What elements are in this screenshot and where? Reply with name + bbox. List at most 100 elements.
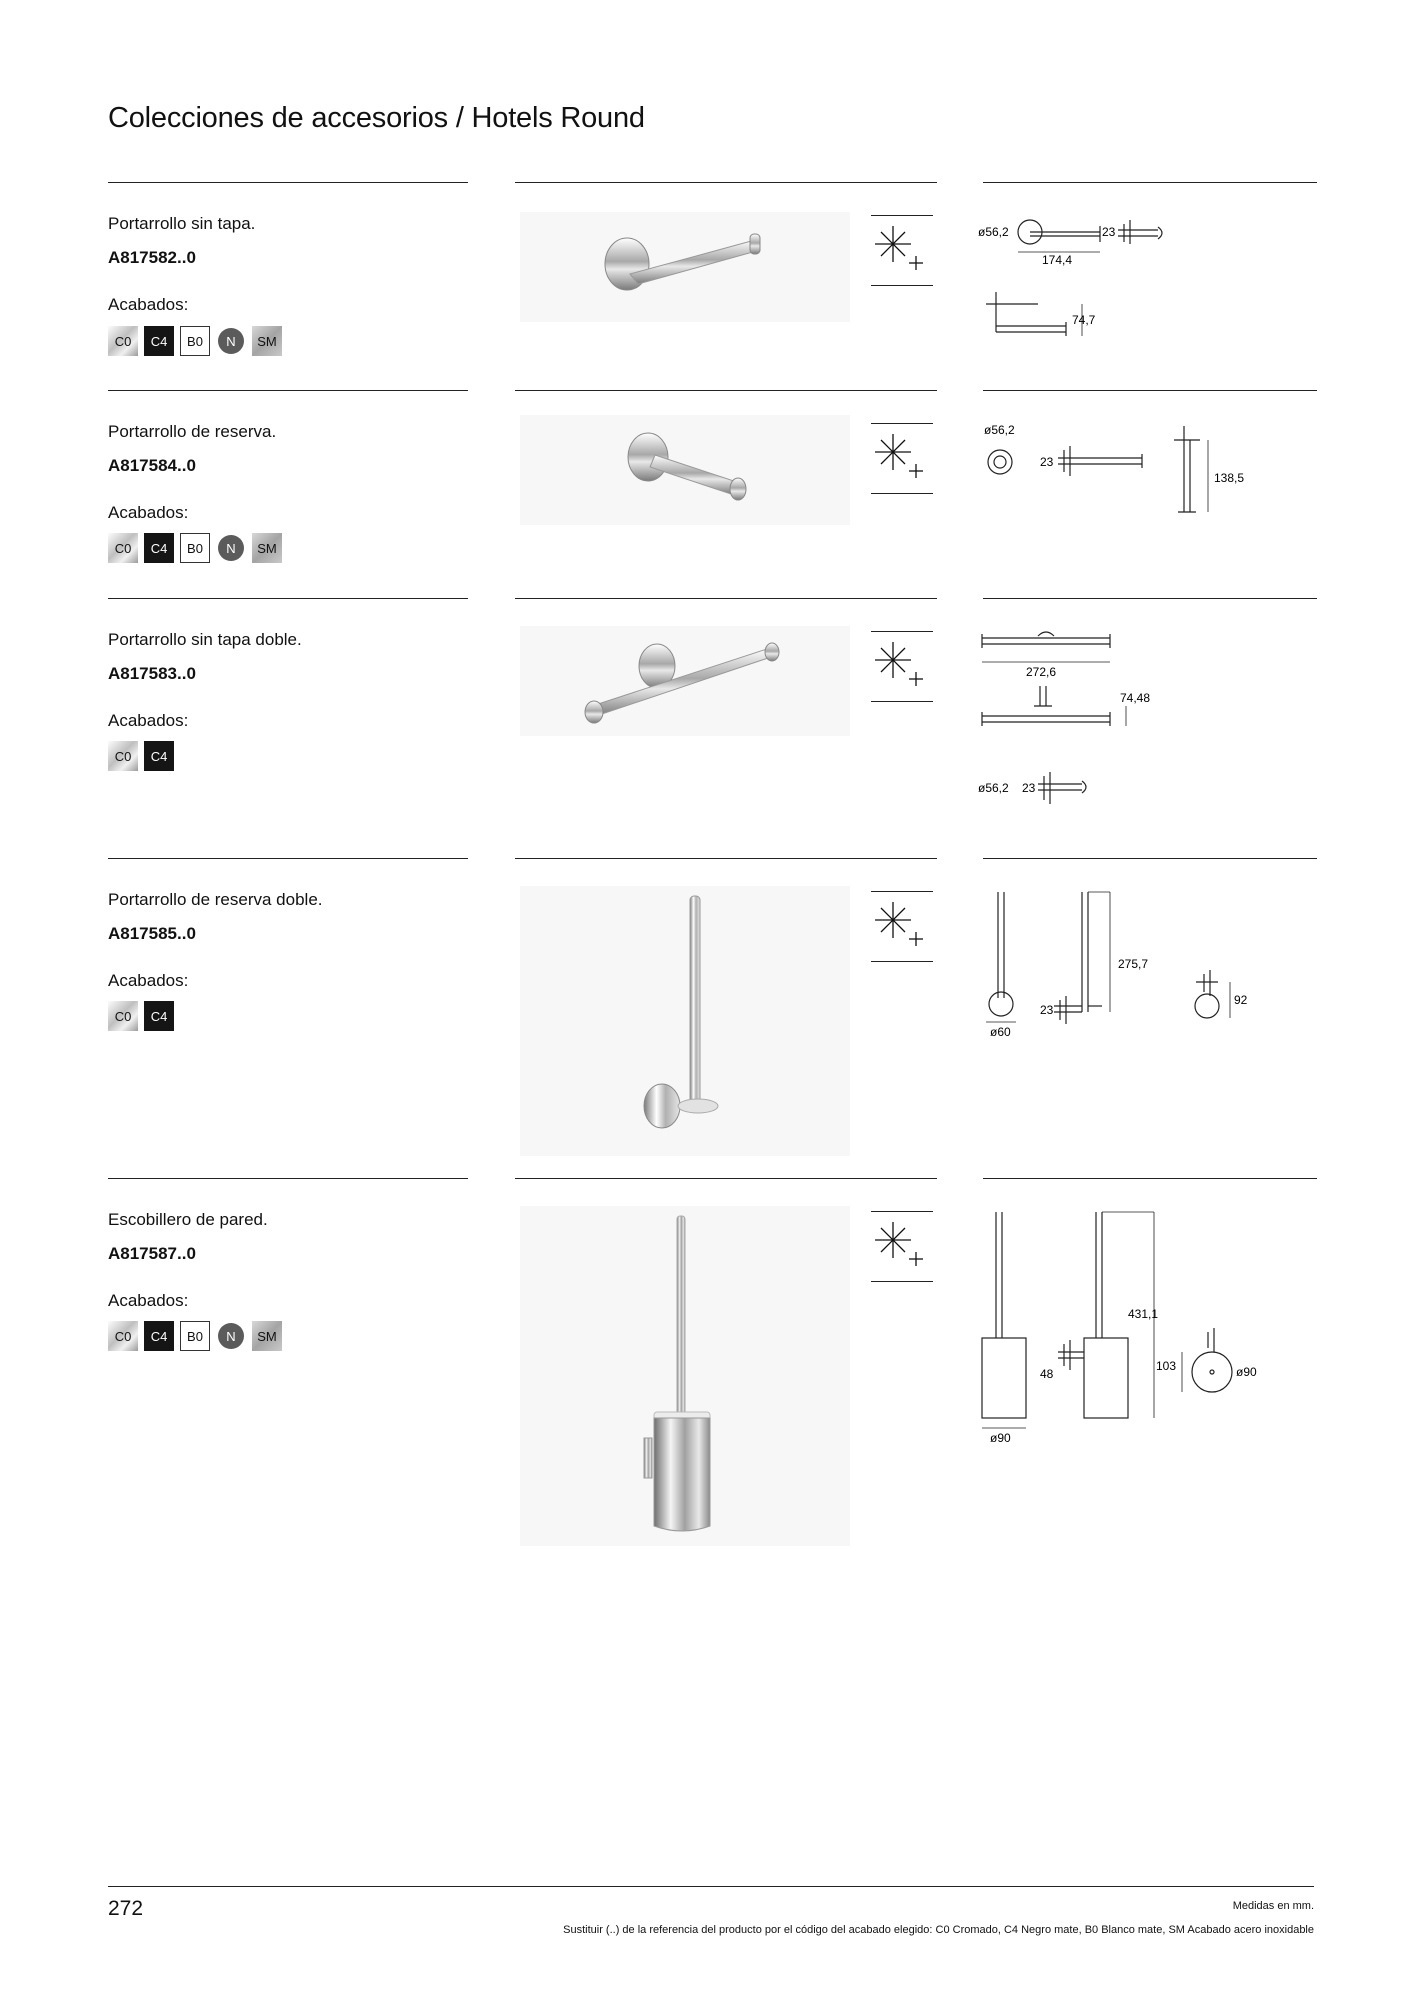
- finish-swatches: C0 C4: [108, 1001, 174, 1031]
- dimension-diagram: 275,7 23 ø60 92: [986, 891, 1248, 1039]
- divider: [108, 390, 468, 391]
- product-photo: [520, 1206, 850, 1546]
- technical-drawing: 431,1 48 103 ø90 ø90: [978, 1208, 1318, 1448]
- technical-drawing: ø56,2 174,4 23 74,7: [978, 212, 1318, 372]
- dim-label: 74,7: [1072, 313, 1096, 327]
- divider: [515, 598, 937, 599]
- dim-label: ø90: [990, 1431, 1011, 1445]
- divider: [983, 1178, 1317, 1179]
- dim-label: ø56,2: [978, 781, 1009, 795]
- divider: [983, 390, 1317, 391]
- dim-label: 23: [1102, 225, 1116, 239]
- toilet-brush-holder-photo: [643, 1215, 711, 1532]
- product-name: Portarrollo de reserva.: [108, 422, 277, 441]
- finish-swatch-c4: C4: [144, 1321, 174, 1351]
- dimension-diagram: 272,6 74,48 ø56,2 23: [978, 631, 1150, 804]
- finish-swatch-c0: C0: [108, 1001, 138, 1031]
- finish-swatch-c0: C0: [108, 326, 138, 356]
- finishes-label: Acabados:: [108, 295, 189, 314]
- double-spare-roll-holder-photo: [643, 895, 719, 1129]
- dim-label: ø90: [1236, 1365, 1257, 1379]
- product-row: Escobillero de pared. A817587..0 Acabado…: [0, 1178, 1414, 1558]
- divider: [108, 1178, 468, 1179]
- product-photo: [520, 886, 850, 1156]
- finish-swatch-c4: C4: [144, 741, 174, 771]
- finish-swatch-c4: C4: [144, 1001, 174, 1031]
- page-number: 272: [108, 1897, 144, 1920]
- finish-swatch-b0: B0: [180, 326, 210, 356]
- sparkle-icon-box: [871, 423, 933, 494]
- finish-swatch-c0: C0: [108, 533, 138, 563]
- finish-swatch-sm: SM: [252, 533, 282, 563]
- finishes-label: Acabados:: [108, 971, 189, 990]
- divider: [108, 858, 468, 859]
- technical-drawing: ø56,2 23 138,5: [978, 420, 1318, 540]
- dim-label: 74,48: [1120, 691, 1150, 705]
- page-title: Colecciones de accesorios / Hotels Round: [108, 102, 645, 134]
- dim-label: 138,5: [1214, 471, 1244, 485]
- toilet-roll-holder-photo: [604, 233, 761, 291]
- dim-label: ø56,2: [978, 225, 1009, 239]
- dim-label: 23: [1040, 455, 1054, 469]
- dim-label: ø56,2: [984, 423, 1015, 437]
- product-name: Portarrollo de reserva doble.: [108, 890, 323, 909]
- dim-label: 23: [1022, 781, 1036, 795]
- units-note: Medidas en mm.: [1232, 1900, 1314, 1912]
- double-roll-holder-photo: [584, 642, 780, 724]
- dim-label: 431,1: [1128, 1307, 1158, 1321]
- finish-swatch-n-label: N: [218, 328, 244, 354]
- divider: [515, 390, 937, 391]
- footer-divider: [108, 1886, 1314, 1887]
- finish-swatch-n-label: N: [218, 1323, 244, 1349]
- finish-swatch-sm: SM: [252, 326, 282, 356]
- product-code: A817582..0: [108, 248, 196, 267]
- product-photo: [520, 212, 850, 322]
- finish-swatches: C0 C4 B0 N SM: [108, 533, 282, 563]
- product-row: Portarrollo sin tapa. A817582..0 Acabado…: [0, 182, 1414, 392]
- sparkle-icon: [875, 902, 923, 946]
- divider: [515, 1178, 937, 1179]
- sparkle-icon-box: [871, 891, 933, 962]
- finish-swatches: C0 C4: [108, 741, 174, 771]
- sparkle-icon: [875, 642, 923, 686]
- product-code: A817583..0: [108, 664, 196, 683]
- finish-swatch-b0: B0: [180, 1321, 210, 1351]
- divider: [983, 182, 1317, 183]
- product-row: Portarrollo de reserva doble. A817585..0…: [0, 858, 1414, 1178]
- finishes-label: Acabados:: [108, 503, 189, 522]
- dimension-diagram: 431,1 48 103 ø90 ø90: [981, 1211, 1257, 1445]
- product-photo: [520, 415, 850, 525]
- footnote: Sustituir (..) de la referencia del prod…: [563, 1924, 1314, 1936]
- finish-swatches: C0 C4 B0 N SM: [108, 326, 282, 356]
- finish-swatch-c4: C4: [144, 326, 174, 356]
- finish-swatch-sm: SM: [252, 1321, 282, 1351]
- divider: [983, 598, 1317, 599]
- product-photo: [520, 626, 850, 736]
- divider: [515, 858, 937, 859]
- sparkle-icon-box: [871, 631, 933, 702]
- dimension-diagram: ø56,2 174,4 23 74,7: [978, 219, 1163, 336]
- sparkle-icon: [875, 434, 923, 478]
- product-row: Portarrollo de reserva. A817584..0 Acaba…: [0, 390, 1414, 600]
- divider: [983, 858, 1317, 859]
- dim-label: ø60: [990, 1025, 1011, 1039]
- finish-swatch-b0: B0: [180, 533, 210, 563]
- divider: [108, 182, 468, 183]
- finish-swatches: C0 C4 B0 N SM: [108, 1321, 282, 1351]
- divider: [108, 598, 468, 599]
- dim-label: 48: [1040, 1367, 1054, 1381]
- finish-swatch-n: N: [216, 1321, 246, 1351]
- divider: [515, 182, 937, 183]
- dim-label: 275,7: [1118, 957, 1148, 971]
- product-row: Portarrollo sin tapa doble. A817583..0 A…: [0, 598, 1414, 858]
- finish-swatch-c0: C0: [108, 741, 138, 771]
- product-code: A817584..0: [108, 456, 196, 475]
- finish-swatch-c4: C4: [144, 533, 174, 563]
- dim-label: 23: [1040, 1003, 1054, 1017]
- product-name: Portarrollo sin tapa doble.: [108, 630, 302, 649]
- dim-label: 272,6: [1026, 665, 1056, 679]
- sparkle-icon-box: [871, 215, 933, 286]
- technical-drawing: 275,7 23 ø60 92: [978, 888, 1318, 1048]
- dim-label: 92: [1234, 993, 1248, 1007]
- sparkle-icon-box: [871, 1211, 933, 1282]
